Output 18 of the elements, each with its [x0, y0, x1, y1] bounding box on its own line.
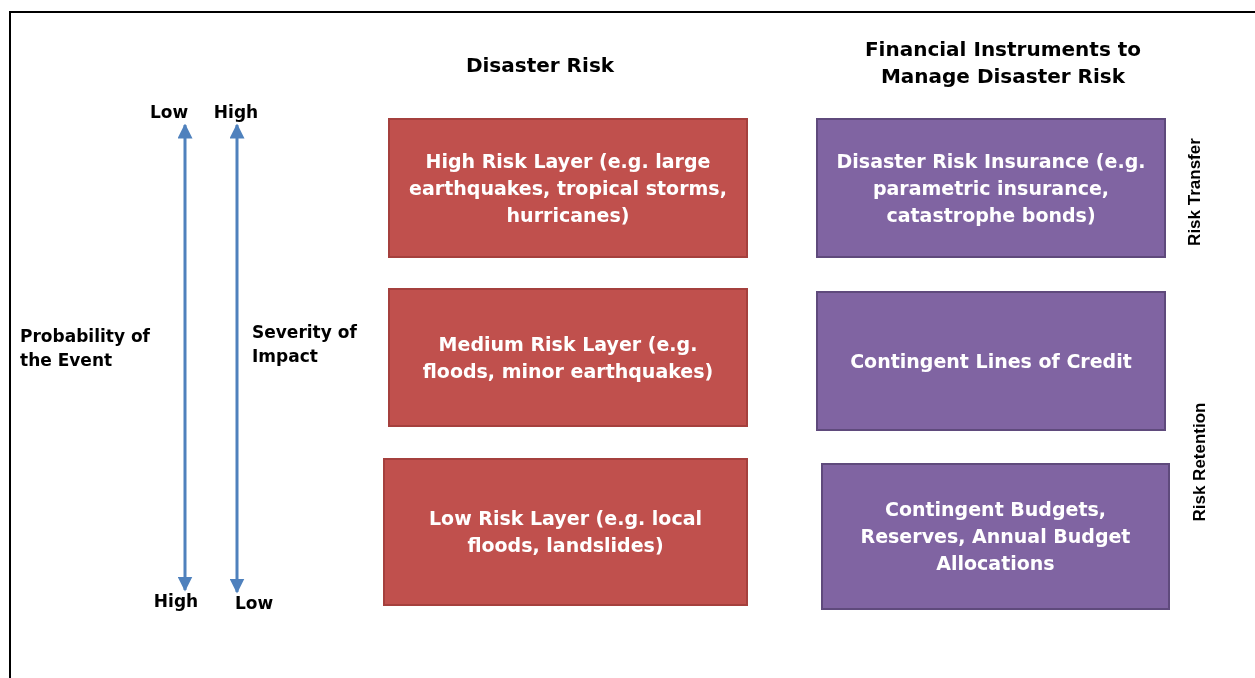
- instrument-box: Contingent Lines of Credit: [816, 291, 1166, 431]
- side-label: Risk Retention: [1189, 401, 1210, 524]
- scale-end-label: High: [208, 102, 264, 124]
- risk-layer-box: High Risk Layer (e.g. large earthquakes, tropical storms, hurricanes): [388, 118, 748, 258]
- column-heading: Disaster Risk: [464, 52, 616, 79]
- double-headed-arrow: [229, 123, 245, 594]
- axis-label: Probability of the Event: [20, 325, 151, 372]
- risk-layer-box: Medium Risk Layer (e.g. floods, minor earthquakes): [388, 288, 748, 427]
- scale-end-label: High: [148, 591, 204, 613]
- instrument-box: Disaster Risk Insurance (e.g. parametric insurance, catastrophe bonds): [816, 118, 1166, 258]
- instrument-box: Contingent Budgets, Reserves, Annual Budget Allocations: [821, 463, 1170, 610]
- risk-layer-box: Low Risk Layer (e.g. local floods, landslides): [383, 458, 748, 606]
- side-label: Risk Transfer: [1184, 137, 1205, 247]
- scale-end-label: Low: [145, 102, 193, 124]
- scale-end-label: Low: [228, 593, 280, 615]
- axis-label: Severity of Impact: [252, 321, 358, 368]
- double-headed-arrow: [177, 123, 193, 592]
- column-heading: Financial Instruments to Manage Disaster Risk: [863, 36, 1143, 90]
